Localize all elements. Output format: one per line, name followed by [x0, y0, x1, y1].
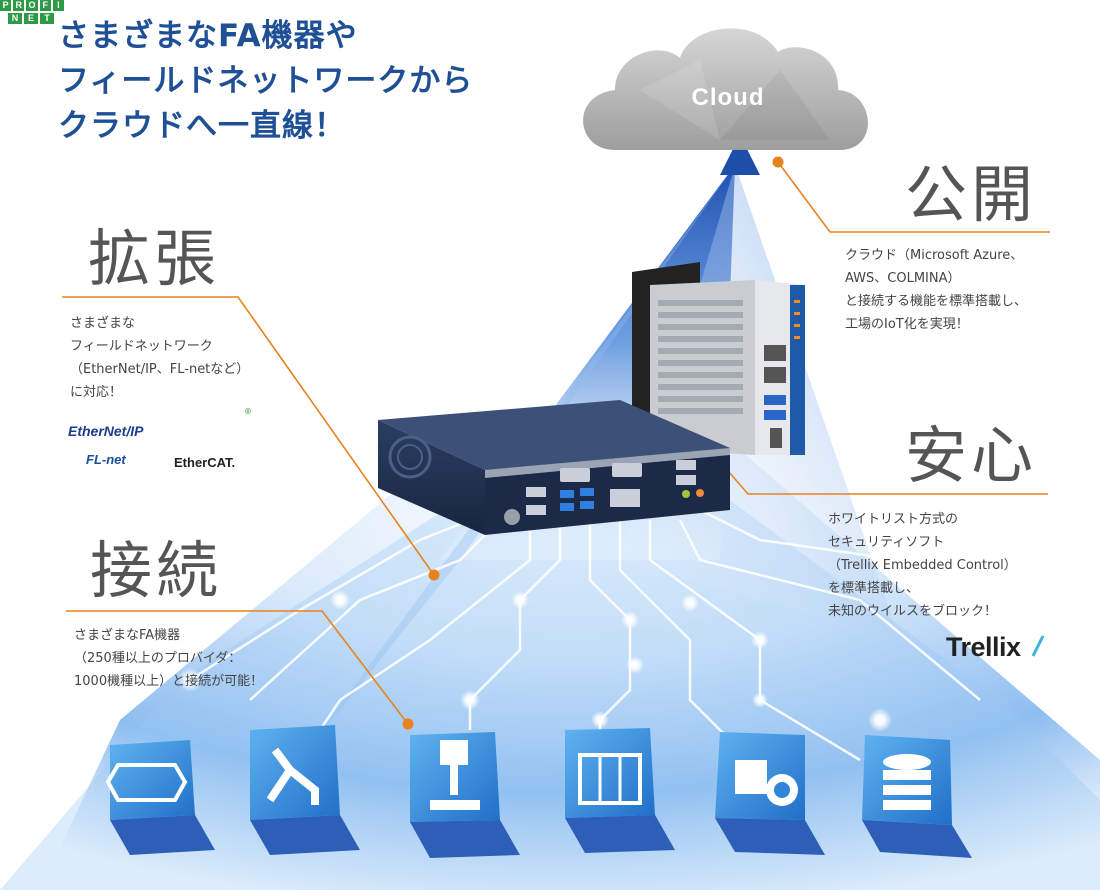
publish-title: 公開: [905, 158, 1038, 231]
expand-description: さまざまな フィールドネットワーク （EtherNet/IP、FL-netなど）…: [70, 312, 249, 404]
profinet-letter: T: [40, 13, 54, 24]
expand-line-2: フィールドネットワーク: [70, 339, 213, 354]
ethernet-ip-logo: EtherNet/IP: [68, 423, 144, 439]
security-line-2: セキュリティソフト: [828, 535, 945, 550]
din-rail-controller: [632, 262, 805, 455]
box-pc: [378, 400, 730, 535]
security-line-3: （Trellix Embedded Control）: [828, 558, 1017, 573]
expand-title: 拡張: [88, 222, 221, 295]
cloud-shape: [583, 28, 868, 150]
expand-line-3: （EtherNet/IP、FL-netなど）: [70, 362, 250, 377]
connect-title: 接続: [90, 534, 223, 607]
headline-line-3: クラウドへ一直線！: [58, 108, 346, 144]
profinet-logo: P R O F I N E T: [0, 0, 65, 28]
trellix-logo: Trellix: [946, 632, 1021, 662]
cloud-label: Cloud: [691, 84, 765, 111]
leader-lines: [62, 161, 1050, 725]
database-tile: [862, 735, 972, 858]
ethercat-logo: EtherCAT.: [174, 455, 236, 470]
headline-line-1: さまざまなFA機器や: [58, 18, 358, 54]
publish-line-1: クラウド（Microsoft Azure、: [845, 248, 1024, 263]
profinet-letter: P: [0, 0, 12, 11]
profinet-letter: O: [26, 0, 38, 11]
circuit-traces: [189, 508, 1021, 762]
connect-line-2: （250種以上のプロバイダ：: [74, 651, 242, 666]
publish-line-3: と接続する機能を標準搭載し、: [845, 294, 1028, 309]
headline-line-2: フィールドネットワークから: [58, 63, 474, 99]
publish-line-4: 工場のIoT化を実現！: [845, 317, 969, 332]
up-arrow-icon: [720, 135, 760, 175]
cabinet-tile: [565, 728, 675, 853]
security-line-4: を標準搭載し、: [828, 581, 920, 596]
expand-line-4: に対応！: [70, 385, 123, 400]
device-tiles: [105, 725, 972, 858]
publish-description: クラウド（Microsoft Azure、 AWS、COLMINA） と接続する…: [845, 244, 1027, 336]
profinet-letter: E: [24, 13, 38, 24]
profinet-letter: R: [13, 0, 25, 11]
io-tile: [105, 740, 215, 855]
trellix-mark-icon: [1031, 635, 1045, 657]
registered-mark: ®: [244, 407, 252, 416]
expand-line-1: さまざまな: [70, 316, 136, 331]
camera-tile: [715, 732, 825, 855]
publish-line-2: AWS、COLMINA）: [845, 271, 961, 286]
network-nodes: [178, 590, 892, 732]
headline: さまざまなFA機器や フィールドネットワークから クラウドへ一直線！: [58, 14, 473, 149]
security-description: ホワイトリスト方式の セキュリティソフト （Trellix Embedded C…: [828, 508, 1017, 623]
connect-description: さまざまなFA機器 （250種以上のプロバイダ： 1000機種以上）と接続が可能…: [74, 624, 263, 693]
fl-net-logo: FL-net: [86, 452, 126, 467]
machining-tile: [410, 732, 520, 858]
profinet-letter: F: [39, 0, 51, 11]
security-line-1: ホワイトリスト方式の: [828, 512, 959, 527]
connect-line-1: さまざまなFA機器: [74, 628, 181, 643]
connect-line-3: 1000機種以上）と接続が可能！: [74, 674, 264, 689]
robot-tile: [250, 725, 360, 855]
security-title: 安心: [905, 419, 1038, 492]
profinet-letter: I: [52, 0, 65, 11]
security-line-5: 未知のウイルスをブロック！: [828, 604, 998, 619]
profinet-letter: N: [8, 13, 22, 24]
